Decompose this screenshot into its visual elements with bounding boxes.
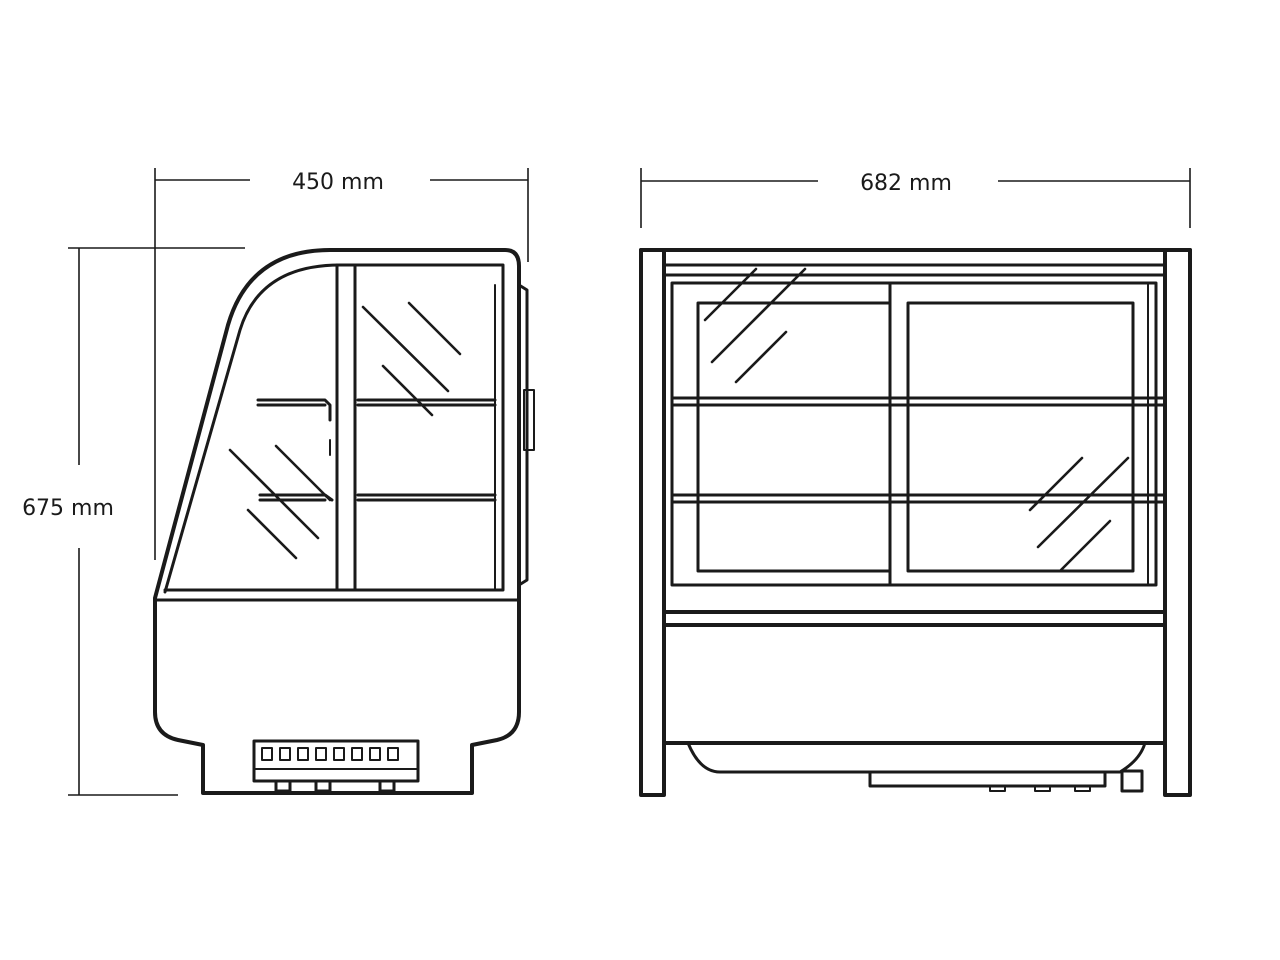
glass-reflection (703, 267, 758, 322)
glass-reflection (361, 305, 450, 393)
side-width-dimension: 450 mm (154, 168, 529, 560)
shelf-upper (670, 396, 1167, 407)
front-view (639, 248, 1192, 797)
thermostat-knob (1120, 769, 1144, 793)
height-label: 675 mm (22, 496, 114, 521)
side-view (153, 248, 535, 795)
sliding-door-left (696, 301, 892, 573)
vent-slots (261, 747, 399, 761)
side-width-label: 450 mm (292, 170, 384, 195)
sliding-door-right (906, 301, 1135, 573)
front-right-post (1163, 248, 1192, 797)
vent-grille (252, 739, 420, 783)
front-left-post (639, 248, 666, 797)
front-width-label: 682 mm (860, 171, 952, 196)
side-outer-outline (153, 248, 521, 795)
front-width-dimension: 682 mm (640, 168, 1191, 228)
bottom-tray (686, 741, 1147, 774)
height-dimension: 675 mm (22, 247, 245, 796)
